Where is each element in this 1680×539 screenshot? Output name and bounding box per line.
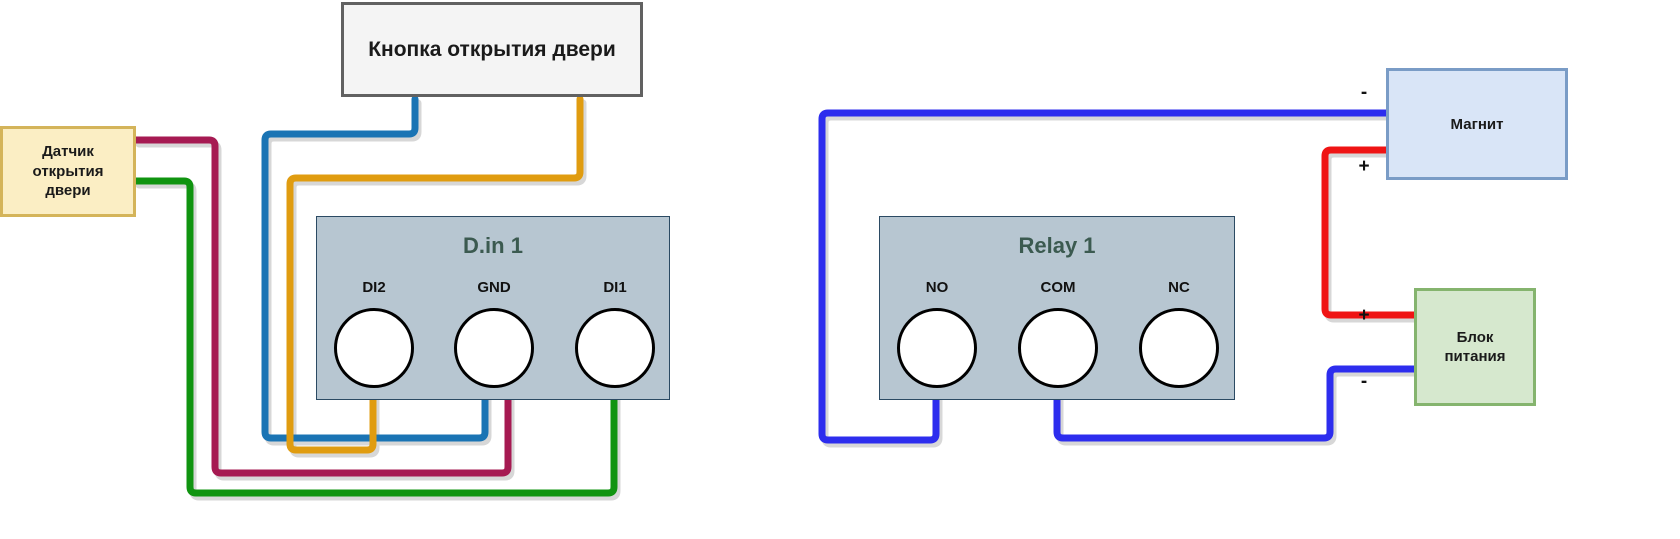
door-sensor-label-line3: двери bbox=[45, 182, 91, 200]
terminal-label-com: COM bbox=[1040, 279, 1076, 296]
wire-button-to-gnd-blue bbox=[261, 95, 489, 442]
magnet-block[interactable]: Магнит bbox=[1386, 68, 1568, 180]
door-open-button-block[interactable]: Кнопка открытия двери bbox=[341, 2, 643, 97]
module-din1[interactable]: D.in 1 DI2 GND DI1 bbox=[316, 216, 670, 400]
door-sensor-block[interactable]: Датчик открытия двери bbox=[0, 126, 136, 217]
door-sensor-label-line1: Датчик bbox=[42, 143, 94, 161]
wire-button-to-di2-orange bbox=[286, 95, 584, 454]
polarity-magnet-minus: - bbox=[1360, 82, 1368, 103]
wire-sensor-to-di1-green bbox=[132, 177, 618, 497]
module-relay1[interactable]: Relay 1 NO COM NC bbox=[879, 216, 1235, 400]
terminal-circle-di2[interactable] bbox=[334, 308, 414, 388]
polarity-psu-plus: + bbox=[1358, 305, 1370, 326]
terminal-circle-nc[interactable] bbox=[1139, 308, 1219, 388]
terminal-label-di2: DI2 bbox=[362, 279, 386, 296]
wire-magnet-minus-to-no-blue bbox=[818, 109, 1390, 444]
terminal-circle-di1[interactable] bbox=[575, 308, 655, 388]
terminal-circle-gnd[interactable] bbox=[454, 308, 534, 388]
magnet-label: Магнит bbox=[1450, 115, 1504, 133]
polarity-magnet-plus: + bbox=[1358, 156, 1370, 177]
module-din1-title: D.in 1 bbox=[463, 233, 523, 258]
terminal-label-no: NO bbox=[925, 279, 949, 296]
terminal-circle-com[interactable] bbox=[1018, 308, 1098, 388]
door-open-button-label: Кнопка открытия двери bbox=[368, 37, 616, 61]
power-supply-label-line2: питания bbox=[1444, 348, 1506, 365]
terminal-label-nc: NC bbox=[1168, 279, 1190, 296]
module-relay1-title: Relay 1 bbox=[1018, 233, 1096, 258]
wire-com-to-psu-minus-blue bbox=[1053, 365, 1418, 442]
polarity-psu-minus: - bbox=[1360, 371, 1368, 392]
power-supply-block[interactable]: Блок питания bbox=[1414, 288, 1536, 406]
power-supply-label-line1: Блок bbox=[1456, 328, 1494, 346]
wire-sensor-to-gnd-crimson bbox=[132, 136, 512, 477]
terminal-circle-no[interactable] bbox=[897, 308, 977, 388]
terminal-label-di1: DI1 bbox=[603, 279, 627, 296]
wire-magnet-plus-to-psu-plus-red bbox=[1321, 146, 1418, 319]
door-sensor-label-line2: открытия bbox=[32, 162, 104, 180]
terminal-label-gnd: GND bbox=[477, 279, 511, 296]
